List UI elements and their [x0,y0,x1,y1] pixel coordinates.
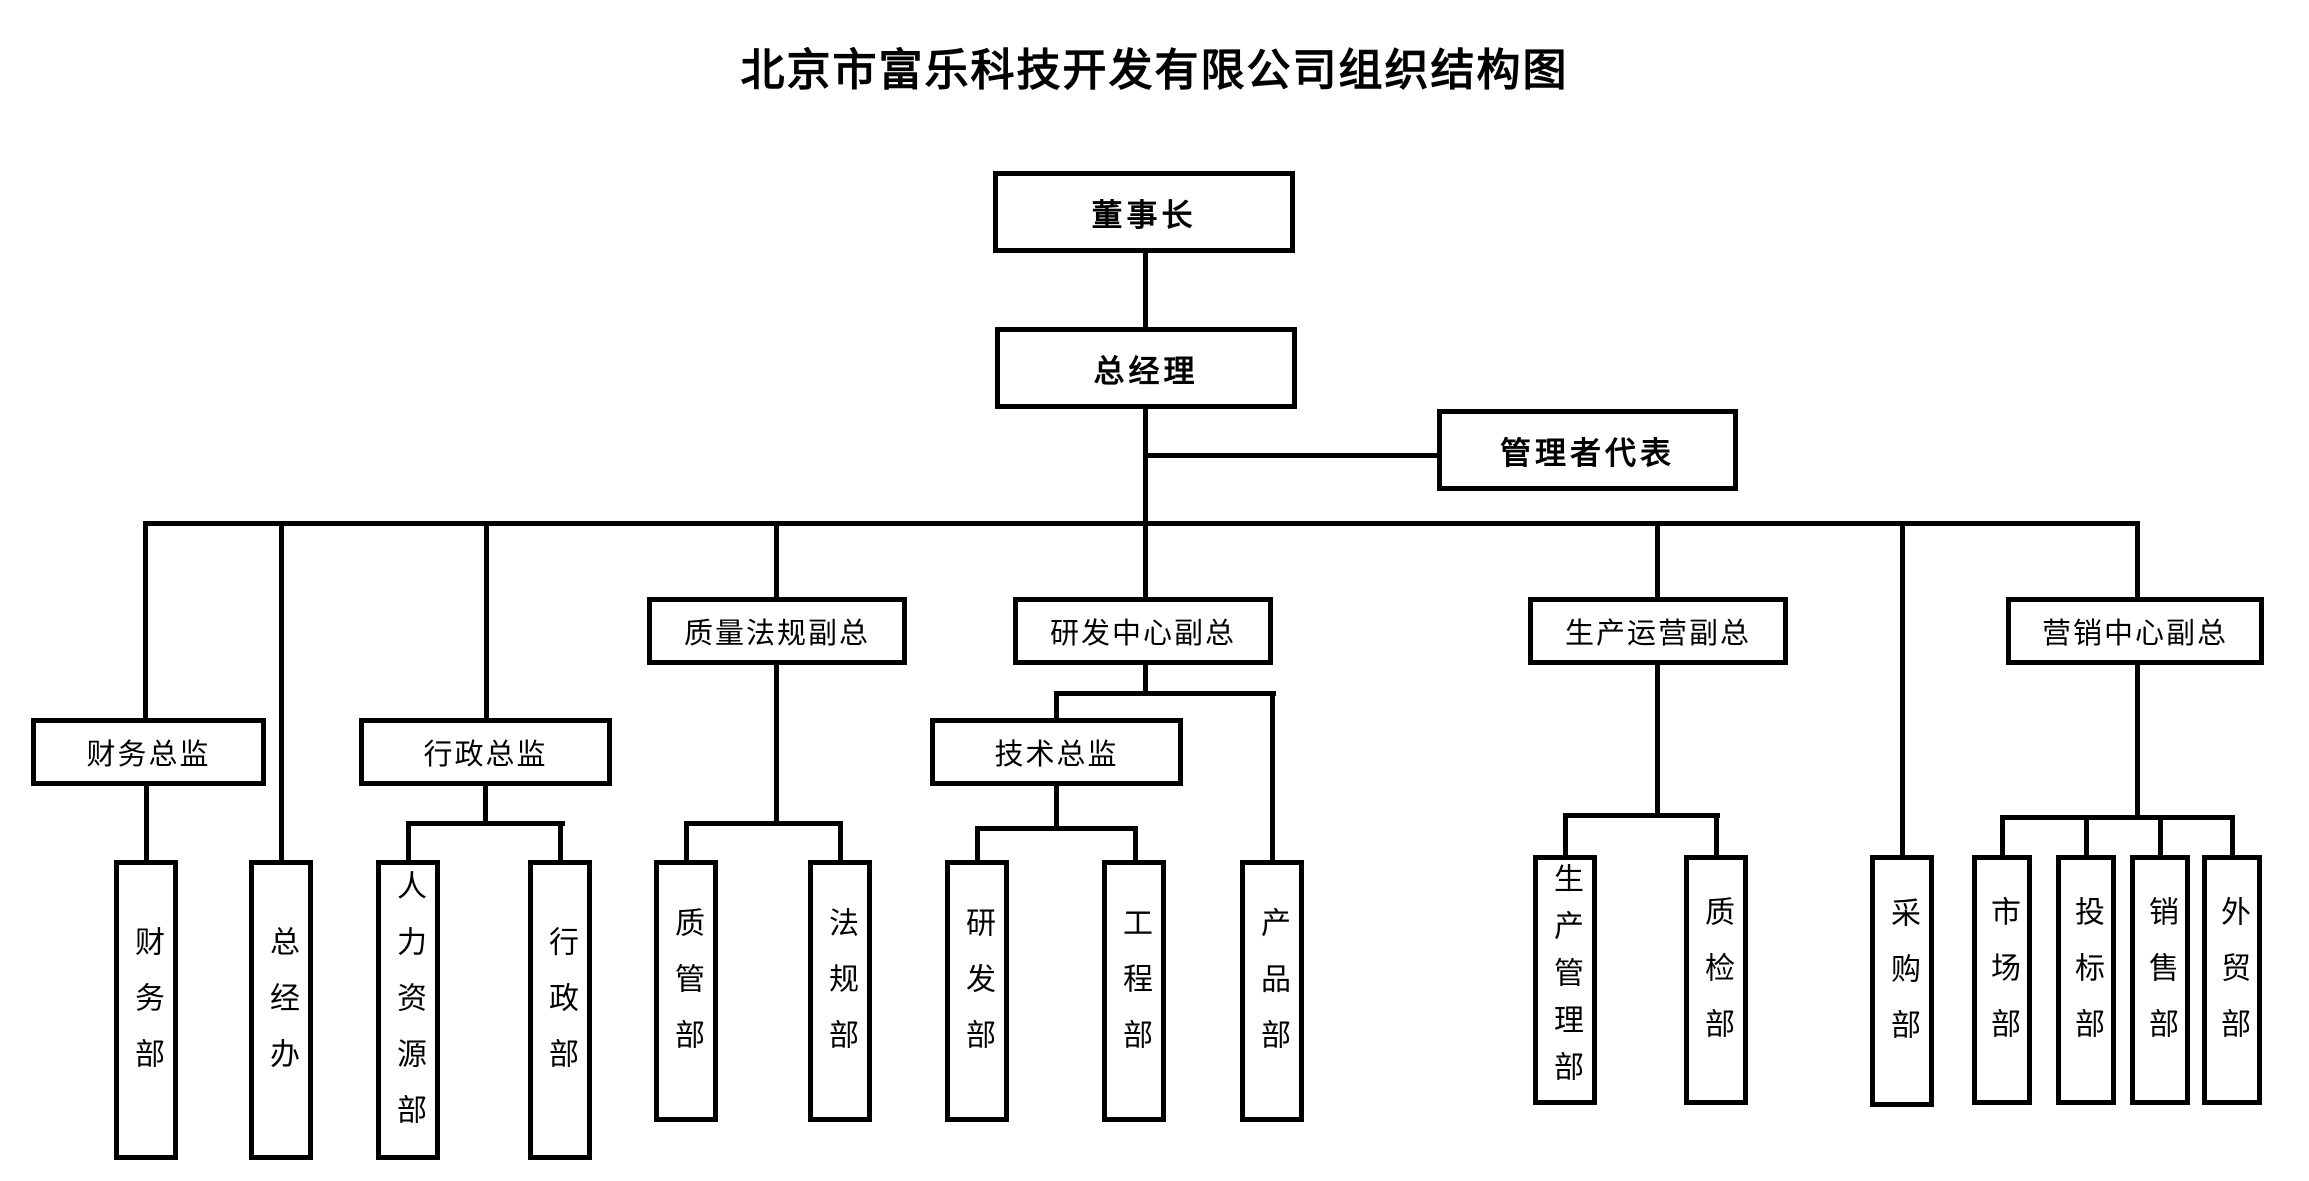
org-box-label-dept-sales: 销售部 [2144,896,2177,1064]
connector-line [143,521,2140,526]
org-box-label-dept-rd: 研发部 [961,907,994,1075]
org-box-label-dept-regulation: 法规部 [824,907,857,1075]
connector-line [838,821,843,861]
org-box-label-vp-quality: 质量法规副总 [683,618,870,650]
connector-line [144,785,149,861]
org-box-label-vp-rd: 研发中心副总 [1049,618,1236,650]
org-box-label-dept-inspection: 质检部 [1700,896,1733,1064]
org-box-label-dir-tech: 技术总监 [994,739,1119,771]
connector-line [1714,813,1719,856]
org-box-dept-gm-office: 总经办 [249,860,313,1160]
org-box-dept-finance: 财务部 [114,860,178,1160]
connector-line [975,826,1138,831]
org-box-label-dept-trade: 外贸部 [2216,896,2249,1064]
org-box-mgmt-rep: 管理者代表 [1437,409,1738,491]
org-box-label-vp-marketing: 营销中心副总 [2041,618,2228,650]
org-box-dept-product: 产品部 [1240,860,1304,1122]
org-box-dept-admin: 行政部 [528,860,592,1160]
connector-line [2230,815,2235,856]
connector-line [1563,813,1568,856]
connector-line [2135,664,2140,819]
org-box-label-dept-finance: 财务部 [130,926,163,1094]
connector-line [406,821,565,826]
org-box-dept-inspection: 质检部 [1684,855,1748,1105]
connector-line [1270,691,1275,861]
connector-line [1133,826,1138,861]
connector-line [2135,521,2140,598]
org-box-dir-admin: 行政总监 [359,718,612,786]
org-box-dept-engineering: 工程部 [1102,860,1166,1122]
connector-line [1143,409,1148,597]
org-box-label-dept-admin: 行政部 [544,926,577,1094]
org-box-label-dept-qc: 质管部 [670,907,703,1075]
connector-line [2000,815,2235,820]
org-box-chairman: 董事长 [993,171,1295,253]
connector-line [1143,664,1148,694]
org-box-label-vp-operations: 生产运营副总 [1564,618,1751,650]
org-box-dept-sales: 销售部 [2130,855,2190,1105]
org-box-dept-rd: 研发部 [945,860,1009,1122]
connector-line [684,821,689,861]
org-box-label-dept-product: 产品部 [1256,907,1289,1075]
org-box-label-dept-purchasing: 采购部 [1886,897,1919,1065]
connector-line [2000,815,2005,856]
org-box-dept-qc: 质管部 [654,860,718,1122]
org-box-dept-trade: 外贸部 [2202,855,2262,1105]
org-box-dir-finance: 财务总监 [31,718,266,786]
org-box-dept-market: 市场部 [1972,855,2032,1105]
connector-line [558,821,563,861]
org-box-vp-marketing: 营销中心副总 [2006,597,2264,665]
chart-title: 北京市富乐科技开发有限公司组织结构图 [740,46,1569,95]
connector-line [774,664,779,823]
org-box-dept-purchasing: 采购部 [1870,855,1934,1107]
connector-line [406,821,411,861]
connector-line [1146,453,1437,458]
org-box-vp-rd: 研发中心副总 [1013,597,1273,665]
connector-line [2084,815,2089,856]
org-box-label-dept-market: 市场部 [1986,896,2019,1064]
org-box-vp-operations: 生产运营副总 [1528,597,1788,665]
connector-line [1655,521,1660,598]
connector-line [1563,813,1720,818]
org-box-label-dir-finance: 财务总监 [86,739,211,771]
connector-line [774,521,779,598]
org-box-label-dept-gm-office: 总经办 [265,926,298,1094]
connector-line [1655,664,1660,816]
org-box-dept-bidding: 投标部 [2056,855,2116,1105]
org-box-label-dept-production: 生产管理部 [1549,862,1582,1098]
connector-line [483,785,488,823]
org-box-dir-tech: 技术总监 [930,718,1183,786]
connector-line [143,521,148,718]
connector-line [1054,785,1059,829]
connector-line [484,521,489,718]
org-box-dept-hr: 人力资源部 [376,860,440,1160]
connector-line [1054,691,1276,696]
org-box-label-dir-admin: 行政总监 [423,739,548,771]
connector-line [1143,253,1148,327]
org-box-dept-production: 生产管理部 [1533,855,1597,1105]
org-box-label-mgmt-rep: 管理者代表 [1500,435,1675,471]
connector-line [975,826,980,861]
connector-line [279,521,284,862]
connector-line [1054,691,1059,719]
org-box-label-dept-engineering: 工程部 [1118,907,1151,1075]
connector-line [1900,521,1905,856]
org-box-label-dept-bidding: 投标部 [2070,896,2103,1064]
org-box-label-general-manager: 总经理 [1093,353,1199,389]
org-box-general-manager: 总经理 [995,327,1297,409]
org-box-vp-quality: 质量法规副总 [647,597,907,665]
org-box-dept-regulation: 法规部 [808,860,872,1122]
org-box-label-dept-hr: 人力资源部 [392,870,425,1150]
connector-line [2158,815,2163,856]
org-box-label-chairman: 董事长 [1091,197,1197,233]
connector-line [684,821,843,826]
